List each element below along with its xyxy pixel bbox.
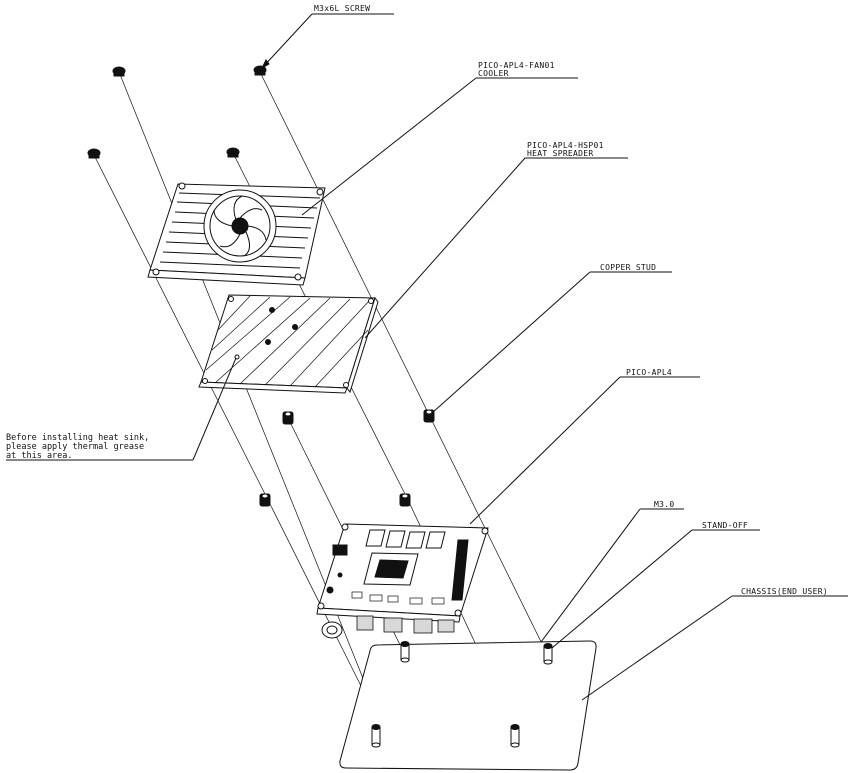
- chassis-plate: [339, 640, 597, 771]
- board-label: PICO-APL4: [626, 368, 672, 377]
- cooler-name-label: COOLER: [478, 69, 509, 78]
- copper-stud: [259, 493, 271, 507]
- copper-stud-label: COPPER STUD: [600, 263, 656, 272]
- screw: [112, 66, 126, 77]
- pico-apl4-board: [316, 523, 489, 639]
- cooler-heatsink: [147, 182, 326, 286]
- standoff: [510, 724, 520, 748]
- m30-label: M3.0: [654, 500, 674, 509]
- screw: [226, 147, 240, 158]
- standoff: [543, 643, 553, 665]
- leader-lines: [6, 13, 848, 701]
- cooler-part-label: PICO-APL4-FAN01: [478, 61, 555, 70]
- chassis-label: CHASSIS(END USER): [741, 587, 828, 596]
- copper-stud: [282, 411, 294, 425]
- note-line-1: Before installing heat sink,: [6, 433, 149, 443]
- screw: [87, 148, 101, 159]
- spreader-name-label: HEAT SPREADER: [527, 149, 594, 158]
- copper-stud: [399, 493, 411, 507]
- copper-stud-group: [259, 409, 435, 507]
- note-line-3: at this area.: [6, 451, 73, 461]
- note-line-2: please apply thermal grease: [6, 442, 144, 452]
- screw-label: M3x6L SCREW: [314, 4, 370, 13]
- standoff: [371, 724, 381, 748]
- screw: [253, 65, 267, 76]
- standoff: [400, 641, 410, 663]
- spreader-part-label: PICO-APL4-HSP01: [527, 141, 604, 150]
- heat-spreader: [198, 294, 379, 394]
- copper-stud: [423, 409, 435, 423]
- screw-group: [87, 65, 267, 159]
- standoff-label: STAND-OFF: [702, 521, 748, 530]
